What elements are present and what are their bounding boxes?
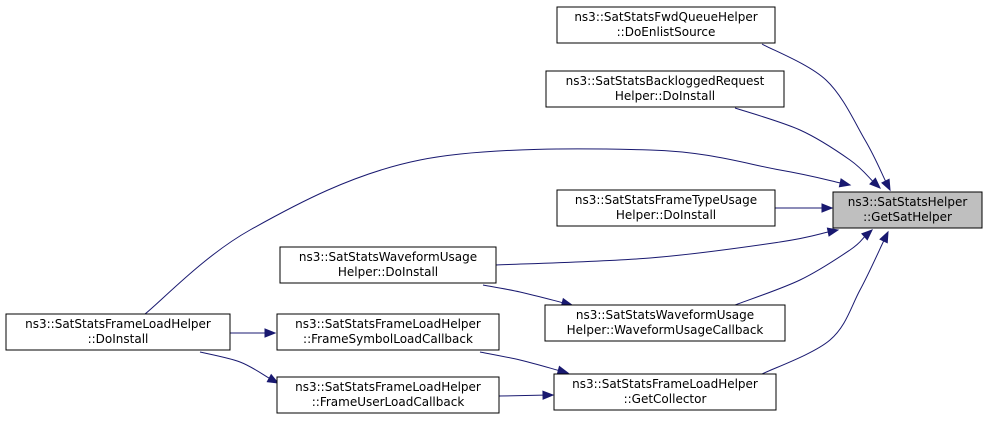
- node-label-line-2: ::GetSatHelper: [863, 210, 952, 224]
- node-label-line-2: ::DoInstall: [88, 332, 149, 346]
- node-label-line-1: ns3::SatStatsWaveformUsage: [299, 250, 477, 264]
- node-frame_type_usage_do_install[interactable]: ns3::SatStatsFrameTypeUsageHelper::DoIns…: [556, 189, 776, 227]
- edge-waveform_usage_do_install-to-get_sat_helper: [495, 227, 840, 266]
- edge-line: [734, 236, 865, 306]
- edge-frame_symbol_load_callback-to-get_collector: [479, 351, 570, 375]
- node-box: [556, 189, 776, 227]
- node-label-line-1: ns3::SatStatsFrameLoadHelper: [295, 317, 481, 331]
- node-label-line-1: ns3::SatStatsHelper: [848, 195, 968, 209]
- node-label-line-1: ns3::SatStatsFrameTypeUsage: [575, 193, 757, 207]
- arrowhead: [879, 230, 889, 244]
- node-box: [276, 376, 500, 414]
- node-label-line-2: Helper::DoInstall: [615, 89, 715, 103]
- node-label-line-2: ::GetCollector: [624, 392, 707, 406]
- node-label-line-1: ns3::SatStatsFrameLoadHelper: [572, 377, 758, 391]
- arrowhead: [821, 203, 834, 213]
- arrowhead: [869, 177, 881, 189]
- edge-line: [479, 351, 559, 371]
- arrowhead: [838, 178, 852, 188]
- node-frame_symbol_load_callback[interactable]: ns3::SatStatsFrameLoadHelper::FrameSymbo…: [276, 313, 500, 351]
- edge-frame_user_load_callback-to-get_collector: [498, 390, 555, 400]
- node-label-line-1: ns3::SatStatsBackloggedRequest: [566, 74, 765, 88]
- edge-line: [761, 43, 886, 182]
- edge-line: [199, 351, 270, 379]
- node-box: [553, 373, 777, 411]
- node-label-line-1: ns3::SatStatsFrameLoadHelper: [295, 380, 481, 394]
- edge-line: [761, 240, 885, 375]
- node-label-line-2: Helper::DoInstall: [616, 208, 716, 222]
- node-get_collector[interactable]: ns3::SatStatsFrameLoadHelper::GetCollect…: [553, 373, 777, 411]
- edge-line: [144, 148, 841, 315]
- node-label-line-1: ns3::SatStatsFrameLoadHelper: [25, 317, 211, 331]
- edge-frame_load_do_install-to-frame_user_load_callback: [199, 351, 280, 384]
- edge-waveform_usage_do_install-to-waveform_usage_callback: [482, 284, 574, 308]
- node-box: [556, 6, 776, 44]
- node-box: [5, 313, 231, 351]
- node-backlogged_request_do_install[interactable]: ns3::SatStatsBackloggedRequestHelper::Do…: [545, 70, 785, 108]
- edge-frame_type_usage_do_install-to-get_sat_helper: [775, 203, 834, 213]
- edge-get_collector-to-get_sat_helper: [761, 230, 889, 375]
- node-label-line-1: ns3::SatStatsFwdQueueHelper: [574, 10, 757, 24]
- node-label-line-2: ::DoEnlistSource: [617, 25, 716, 39]
- arrowhead: [266, 373, 280, 384]
- node-label-line-2: ::FrameSymbolLoadCallback: [303, 332, 473, 346]
- node-box: [544, 304, 786, 342]
- nodes-layer: ns3::SatStatsHelper::GetSatHelperns3::Sa…: [5, 6, 983, 414]
- arrowhead: [264, 328, 277, 338]
- node-frame_user_load_callback[interactable]: ns3::SatStatsFrameLoadHelper::FrameUserL…: [276, 376, 500, 414]
- arrowhead: [881, 178, 891, 192]
- edge-frame_load_do_install-to-get_sat_helper: [144, 148, 852, 315]
- edge-line: [498, 394, 544, 397]
- node-label-line-2: Helper::DoInstall: [338, 265, 438, 279]
- node-box: [545, 70, 785, 108]
- node-box: [279, 246, 497, 284]
- node-label-line-2: Helper::WaveformUsageCallback: [567, 323, 764, 337]
- edge-waveform_usage_callback-to-get_sat_helper: [734, 229, 873, 306]
- node-waveform_usage_callback[interactable]: ns3::SatStatsWaveformUsageHelper::Wavefo…: [544, 304, 786, 342]
- arrowhead: [542, 390, 555, 400]
- edge-line: [495, 231, 829, 266]
- node-label-line-2: ::FrameUserLoadCallback: [312, 395, 465, 409]
- node-waveform_usage_do_install[interactable]: ns3::SatStatsWaveformUsageHelper::DoInst…: [279, 246, 497, 284]
- edge-fwd_queue_do_enlist_source-to-get_sat_helper: [761, 43, 891, 192]
- arrowhead: [826, 227, 840, 237]
- node-frame_load_do_install[interactable]: ns3::SatStatsFrameLoadHelper::DoInstall: [5, 313, 231, 351]
- node-fwd_queue_do_enlist_source[interactable]: ns3::SatStatsFwdQueueHelper::DoEnlistSou…: [556, 6, 776, 44]
- node-label-line-1: ns3::SatStatsWaveformUsage: [576, 308, 754, 322]
- arrowhead: [556, 365, 570, 375]
- edge-frame_load_do_install-to-frame_symbol_load_callback: [230, 328, 277, 338]
- arrowhead: [861, 229, 873, 241]
- node-box: [276, 313, 500, 351]
- edge-line: [482, 284, 563, 304]
- edge-backlogged_request_do_install-to-get_sat_helper: [734, 107, 881, 189]
- node-box: [832, 191, 983, 229]
- edges-layer: [144, 43, 891, 400]
- node-get_sat_helper[interactable]: ns3::SatStatsHelper::GetSatHelper: [832, 191, 983, 229]
- edge-line: [734, 107, 874, 182]
